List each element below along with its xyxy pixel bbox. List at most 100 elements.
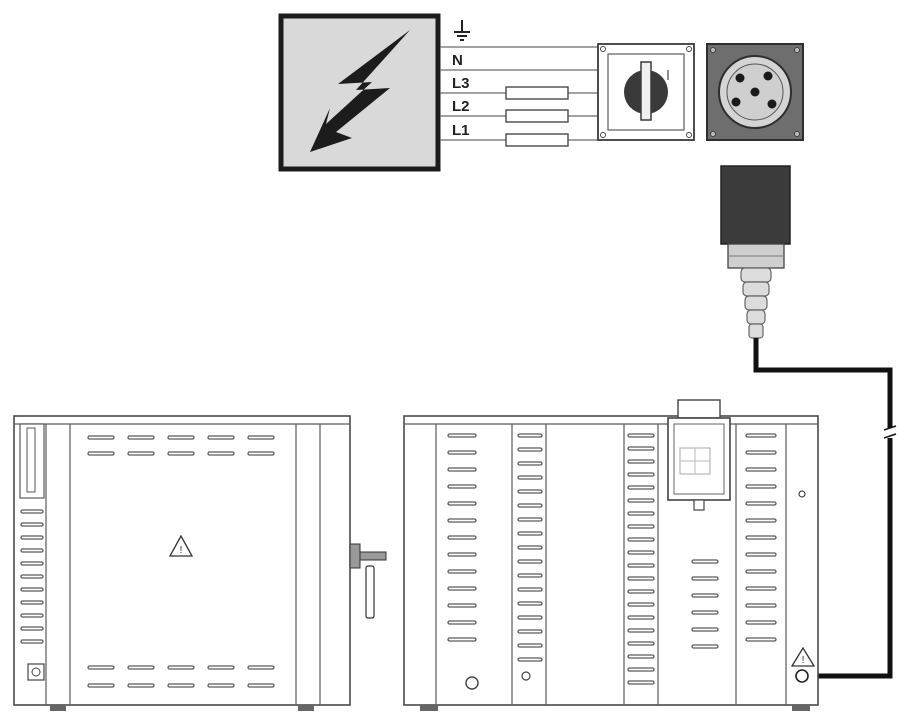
vent-slot <box>87 683 115 688</box>
vent-slot <box>517 615 543 620</box>
plug-icon <box>720 165 791 339</box>
vent-slot <box>627 550 655 555</box>
door-handle <box>349 543 387 619</box>
vent-slot <box>517 503 543 508</box>
vent-slot <box>167 665 195 670</box>
vent-slot <box>627 680 655 685</box>
vent-slot <box>691 644 719 649</box>
vent-slot <box>691 559 719 564</box>
warning-triangle-icon: ! <box>790 646 816 667</box>
vent-slot <box>20 613 44 618</box>
vent-slot <box>167 435 195 440</box>
isolator-switch <box>597 43 695 141</box>
wall-socket <box>706 43 804 141</box>
fuse-l3 <box>505 86 569 100</box>
vent-slot <box>627 602 655 607</box>
vent-slot <box>517 601 543 606</box>
vent-slot <box>517 629 543 634</box>
warning-mark: ! <box>802 655 805 666</box>
vent-slot <box>627 498 655 503</box>
vent-slot <box>247 683 275 688</box>
vent-slot <box>627 576 655 581</box>
vent-slot <box>691 627 719 632</box>
vent-slot <box>517 475 543 480</box>
vent-slot <box>691 610 719 615</box>
vent-slot <box>627 667 655 672</box>
vent-slot <box>517 489 543 494</box>
vent-slot <box>127 435 155 440</box>
vent-slot <box>447 484 477 489</box>
supply-wires <box>440 46 600 147</box>
vent-slot <box>447 433 477 438</box>
furnace-side-view: ! <box>13 415 387 711</box>
vent-slot <box>627 524 655 529</box>
vent-slot <box>627 654 655 659</box>
vent-slot <box>745 620 777 625</box>
vent-slot <box>20 600 44 605</box>
lightning-bolt-icon <box>310 30 410 152</box>
vent-slot <box>627 459 655 464</box>
vent-slot <box>517 433 543 438</box>
vent-slot <box>745 535 777 540</box>
vent-slot <box>517 517 543 522</box>
socket-icon <box>718 55 792 129</box>
vent-slot <box>447 620 477 625</box>
vent-slot <box>127 451 155 456</box>
vent-slot <box>745 518 777 523</box>
vent-slot <box>167 683 195 688</box>
vent-slot <box>447 518 477 523</box>
vent-slot <box>127 665 155 670</box>
vent-slot <box>627 628 655 633</box>
vent-slot <box>447 535 477 540</box>
wire-label-l2: L2 <box>452 98 470 115</box>
vent-slot <box>20 548 44 553</box>
vent-slot <box>127 683 155 688</box>
vent-slot <box>627 485 655 490</box>
vent-slot <box>247 665 275 670</box>
vent-slot <box>627 537 655 542</box>
vent-slot <box>87 451 115 456</box>
vent-slot <box>20 561 44 566</box>
warning-mark: ! <box>180 545 183 556</box>
vent-slot <box>745 450 777 455</box>
vent-slot <box>207 665 235 670</box>
vent-slot <box>627 615 655 620</box>
vent-slot <box>447 467 477 472</box>
warning-triangle-icon: ! <box>168 534 194 557</box>
vent-slot <box>447 501 477 506</box>
vent-slot <box>20 587 44 592</box>
vent-slot <box>517 559 543 564</box>
rotary-switch-icon <box>624 61 669 121</box>
vent-slots <box>20 433 777 688</box>
vent-slot <box>207 683 235 688</box>
vent-slot <box>745 501 777 506</box>
vent-slot <box>247 435 275 440</box>
power-cable <box>753 338 897 679</box>
vent-slot <box>627 433 655 438</box>
vent-slot <box>447 603 477 608</box>
vent-slot <box>745 552 777 557</box>
vent-slot <box>447 450 477 455</box>
vent-slot <box>517 643 543 648</box>
vent-slot <box>447 586 477 591</box>
vent-slot <box>247 451 275 456</box>
vent-slot <box>691 576 719 581</box>
vent-slot <box>745 603 777 608</box>
vent-slot <box>627 563 655 568</box>
vent-slot <box>447 637 477 642</box>
vent-slot <box>87 435 115 440</box>
vent-slot <box>517 587 543 592</box>
vent-slot <box>627 641 655 646</box>
vent-slot <box>207 435 235 440</box>
wire-label-n: N <box>452 52 463 69</box>
vent-slot <box>517 447 543 452</box>
vent-slot <box>745 433 777 438</box>
vent-slot <box>167 451 195 456</box>
vent-slot <box>745 637 777 642</box>
vent-slot <box>627 511 655 516</box>
vent-slot <box>517 573 543 578</box>
vent-slot <box>517 531 543 536</box>
vent-slot <box>517 461 543 466</box>
wire-label-l1: L1 <box>452 122 470 139</box>
